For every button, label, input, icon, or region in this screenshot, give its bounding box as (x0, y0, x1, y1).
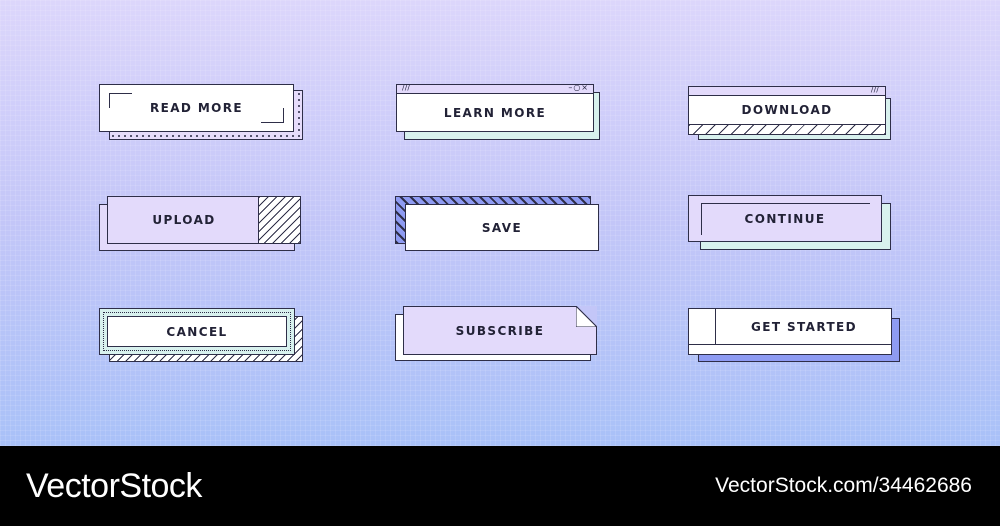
left-divider (715, 309, 716, 344)
upload-label: UPLOAD (152, 213, 216, 227)
front-layer: CONTINUE (688, 195, 882, 242)
dotted-border (103, 312, 291, 351)
front-layer: GET STARTED (688, 308, 892, 355)
download-progress-bar (688, 124, 886, 135)
corner-bracket-bottom-right (261, 108, 284, 123)
window-controls-icon: –○× (568, 83, 589, 92)
front-layer: SAVE (405, 204, 599, 251)
read-more-label: READ MORE (149, 101, 244, 115)
learn-more-label: LEARN MORE (443, 105, 547, 120)
subscribe-label: SUBSCRIBE (455, 323, 545, 338)
front-layer: SUBSCRIBE (403, 306, 597, 355)
bottom-divider (689, 344, 891, 345)
titlebar-grip: /// (402, 83, 411, 92)
inner-bracket (701, 203, 870, 235)
cancel-button[interactable]: CANCEL (99, 308, 305, 364)
brand-logo: VectorStock (26, 466, 202, 505)
inner-panel: CANCEL (107, 316, 287, 347)
folded-corner-icon (576, 306, 597, 327)
footer-bar: VectorStock VectorStock.com/34462686 (0, 446, 1000, 526)
titlebar-grip: /// (870, 85, 879, 94)
front-layer: UPLOAD (107, 196, 301, 244)
front-layer: READ MORE (99, 84, 294, 132)
image-credit: VectorStock.com/34462686 (715, 474, 972, 497)
subscribe-button[interactable]: SUBSCRIBE (395, 306, 601, 363)
save-button[interactable]: SAVE (395, 196, 601, 253)
upload-button[interactable]: UPLOAD (99, 196, 305, 252)
get-started-button[interactable]: GET STARTED (688, 308, 901, 364)
download-button[interactable]: /// DOWNLOAD (688, 85, 893, 142)
download-label: DOWNLOAD (741, 103, 833, 117)
save-label: SAVE (481, 220, 523, 235)
continue-label: CONTINUE (744, 211, 826, 226)
front-layer: DOWNLOAD (688, 95, 886, 125)
button-set-canvas: READ MORE /// –○× LEARN MORE /// DOWNLOA… (0, 0, 1000, 446)
corner-bracket-top-left (109, 93, 132, 108)
cancel-label: CANCEL (166, 324, 228, 339)
front-layer: CANCEL (99, 308, 295, 355)
front-layer: LEARN MORE (396, 93, 594, 132)
read-more-button[interactable]: READ MORE (99, 84, 305, 142)
continue-button[interactable]: CONTINUE (688, 195, 893, 252)
get-started-label: GET STARTED (750, 319, 858, 334)
upload-striped-panel (258, 197, 300, 243)
learn-more-button[interactable]: /// –○× LEARN MORE (396, 83, 602, 142)
